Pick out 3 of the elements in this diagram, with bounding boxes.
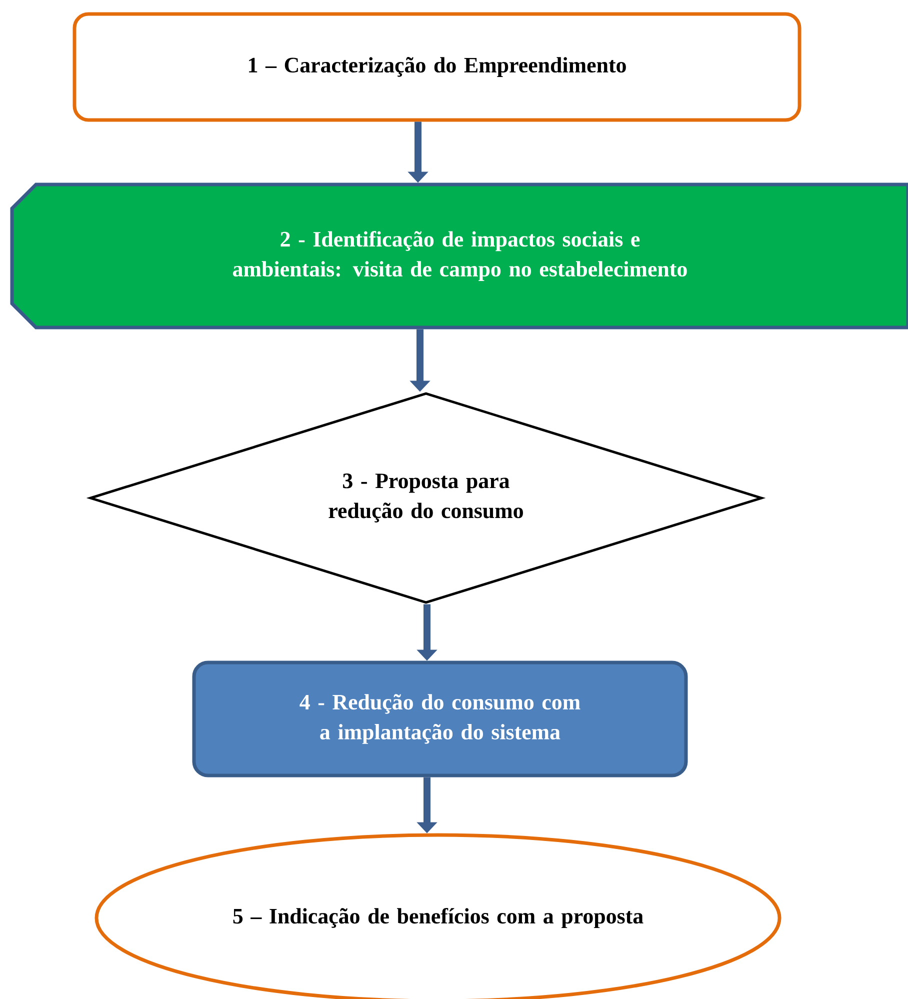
process-box: 1 – Caracterização do Empreendimento xyxy=(72,12,802,122)
process-banner: 2 - Identificação de impactos sociais e ambientais: visita de campo no estabelecimento xyxy=(10,182,908,330)
process-box: 4 - Redução do consumo com a implantação do sistema xyxy=(192,660,688,778)
